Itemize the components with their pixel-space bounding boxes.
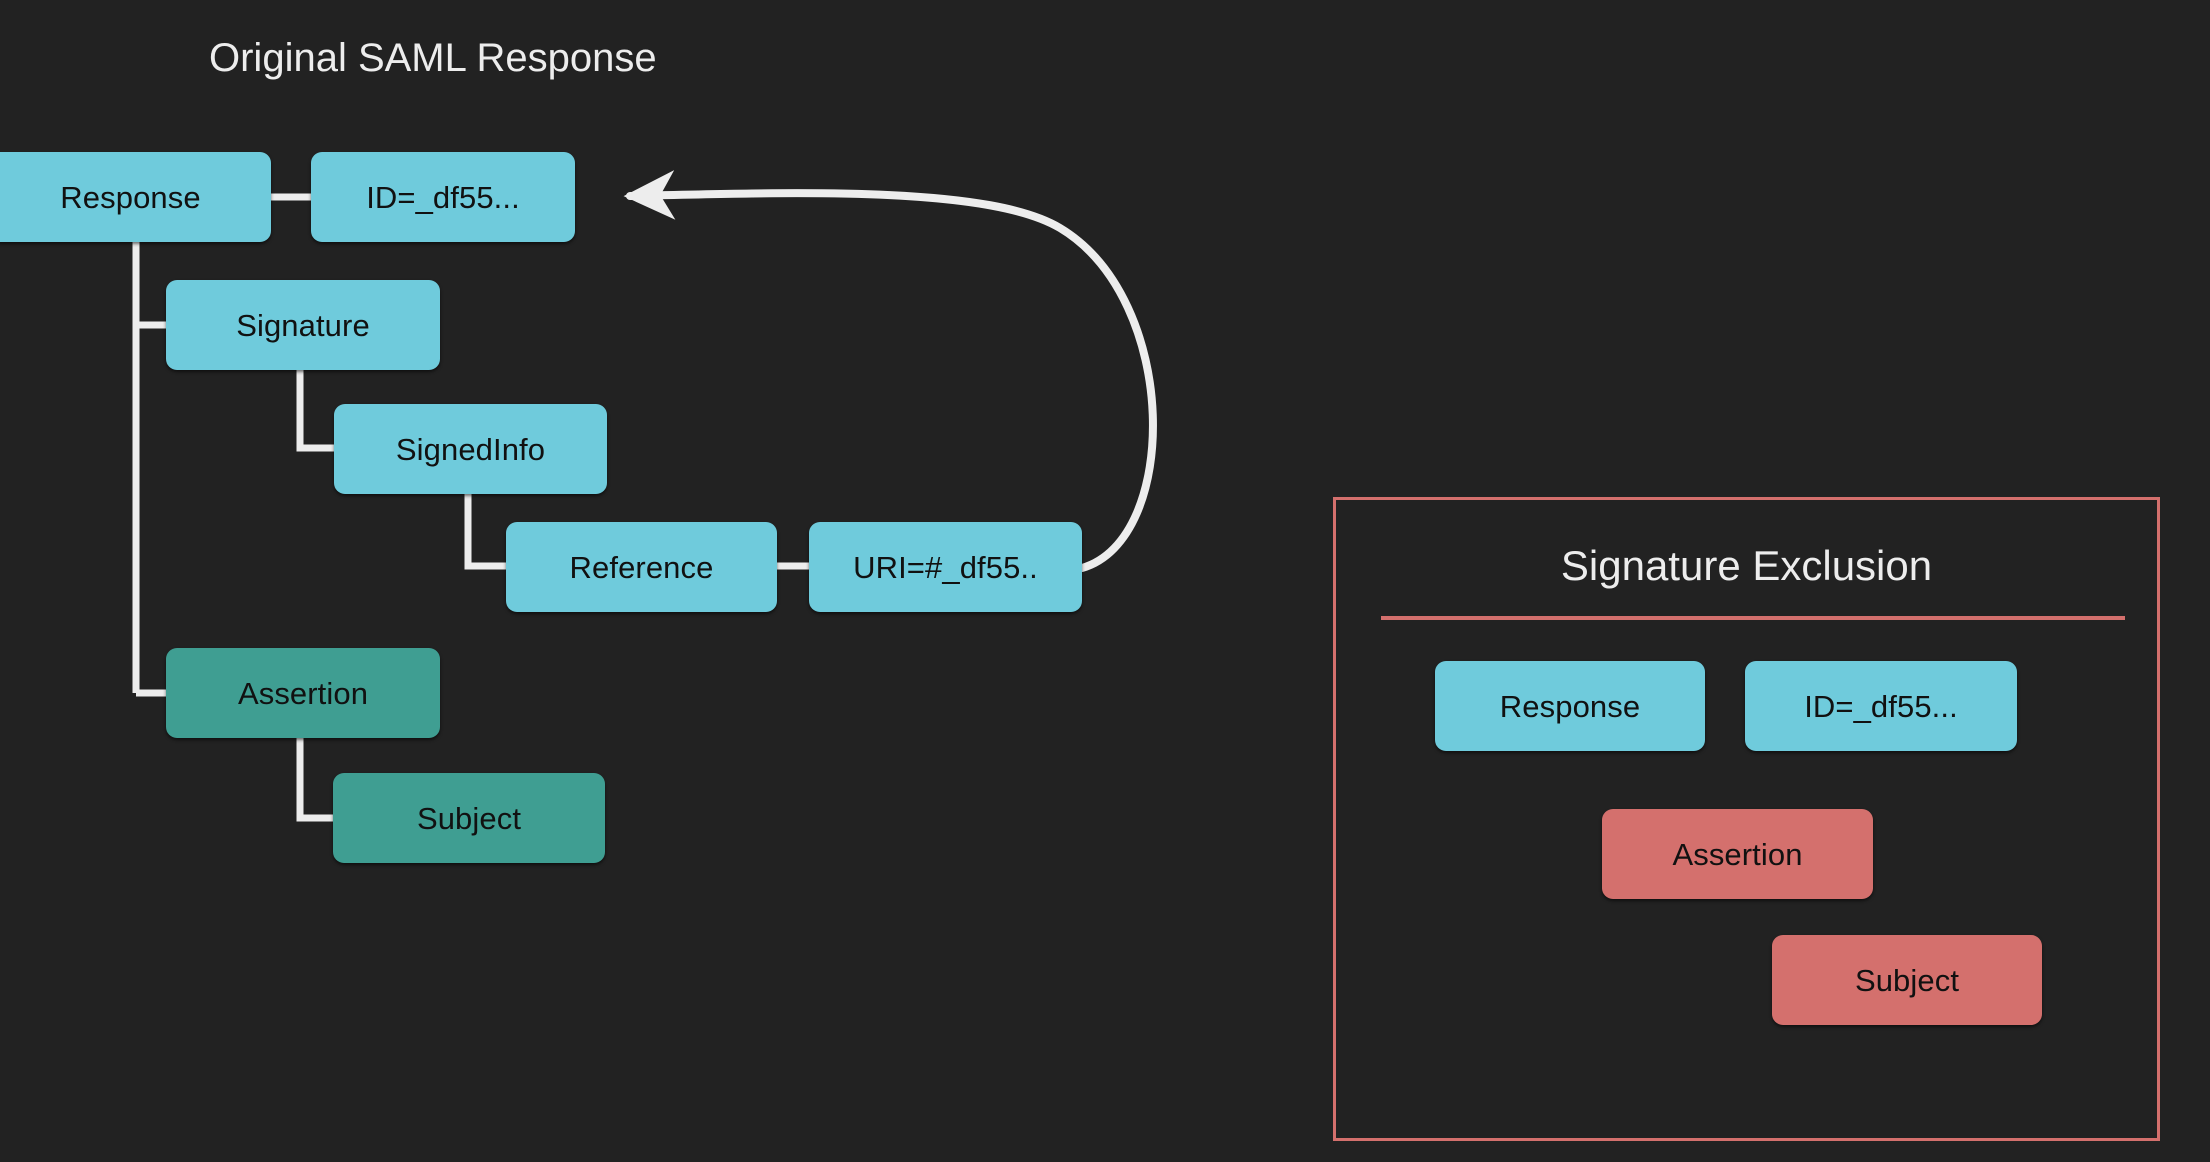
node-response-id[interactable]: ID=_df55... (311, 152, 575, 242)
panel-node-response[interactable]: Response (1435, 661, 1705, 751)
node-signedinfo[interactable]: SignedInfo (334, 404, 607, 494)
node-subject[interactable]: Subject (333, 773, 605, 863)
panel-node-assertion[interactable]: Assertion (1602, 809, 1873, 899)
node-reference[interactable]: Reference (506, 522, 777, 612)
node-uri[interactable]: URI=#_df55.. (809, 522, 1082, 612)
node-signature[interactable]: Signature (166, 280, 440, 370)
node-response[interactable]: Response (0, 152, 271, 242)
panel-node-response-id[interactable]: ID=_df55... (1745, 661, 2017, 751)
panel-title: Signature Exclusion (1560, 542, 1933, 589)
wire-signedinfo-to-reference (464, 488, 506, 570)
panel-divider (1381, 616, 2125, 620)
curved-arrow-icon (623, 170, 1157, 572)
wire-assertion-to-subject (296, 735, 333, 822)
left-diagram-title: Original SAML Response (209, 36, 657, 80)
panel-node-subject[interactable]: Subject (1772, 935, 2042, 1025)
wire-signature-to-signedinfo (296, 370, 334, 452)
node-assertion[interactable]: Assertion (166, 648, 440, 738)
